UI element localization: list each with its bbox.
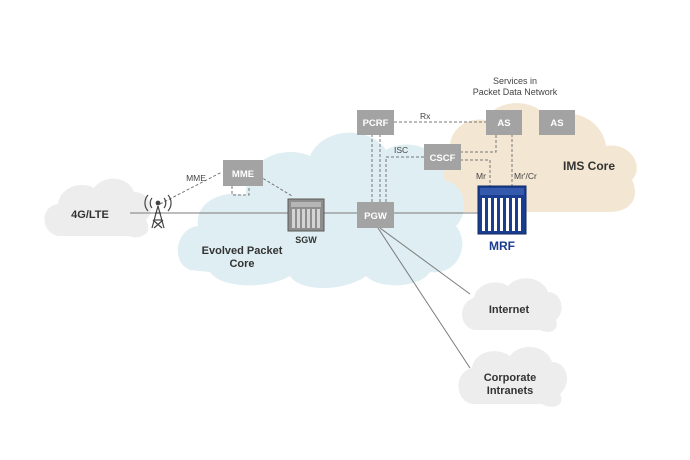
intranet-cloud-shape <box>458 346 567 407</box>
node-as-2: AS <box>539 110 575 135</box>
link-pgw-internet <box>379 227 471 295</box>
node-cscf: CSCF <box>424 144 461 170</box>
node-pgw: PGW <box>357 202 394 228</box>
services-heading-1: Services in <box>493 76 537 86</box>
edge-label-rx: Rx <box>420 111 431 121</box>
edge-label-mme: MME <box>186 173 206 183</box>
node-pgw-label: PGW <box>364 211 387 222</box>
mrf-server-icon: MRF <box>477 185 527 253</box>
link-cscf-mrf <box>460 159 491 186</box>
intranet-label-2: Intranets <box>487 385 533 397</box>
node-as-2-label: AS <box>550 118 563 129</box>
cell-tower-icon <box>144 194 172 229</box>
ims-label: IMS Core <box>563 159 615 173</box>
link-pgw-intranet <box>377 227 471 369</box>
lte-cloud-shape <box>44 178 151 238</box>
link-cscf-as <box>460 134 497 153</box>
ims-cloud-shape <box>436 103 637 212</box>
node-pcrf-label: PCRF <box>363 118 389 129</box>
internet-cloud: Internet <box>462 278 562 332</box>
node-mme-label: MME <box>232 169 254 180</box>
link-pgw-cscf <box>385 156 426 202</box>
internet-cloud-shape <box>462 278 562 332</box>
node-pcrf: PCRF <box>357 110 394 135</box>
link-mme-loop <box>231 186 250 196</box>
lte-label: 4G/LTE <box>71 209 109 221</box>
node-sgw-label: SGW <box>295 235 317 245</box>
intranet-label-1: Corporate <box>484 372 537 384</box>
services-heading-2: Packet Data Network <box>473 87 558 97</box>
epc-label-1: Evolved Packet <box>202 245 283 257</box>
node-as-1: AS <box>486 110 522 135</box>
edge-label-mr: Mr <box>476 171 486 181</box>
internet-label: Internet <box>489 304 530 316</box>
lte-cloud: 4G/LTE <box>44 178 151 238</box>
intranet-cloud: Corporate Intranets <box>458 346 567 407</box>
edge-label-mr-cr: Mr'/Cr <box>514 171 537 181</box>
node-mme: MME <box>223 160 263 186</box>
link-mme-sgw <box>258 175 293 197</box>
node-cscf-label: CSCF <box>430 153 456 164</box>
edge-label-isc: ISC <box>394 145 408 155</box>
epc-label-2: Core <box>229 258 254 270</box>
node-mrf-label: MRF <box>489 239 515 253</box>
node-as-1-label: AS <box>497 118 510 129</box>
sgw-server-icon: SGW <box>287 198 325 245</box>
ims-core-cloud <box>436 103 637 212</box>
